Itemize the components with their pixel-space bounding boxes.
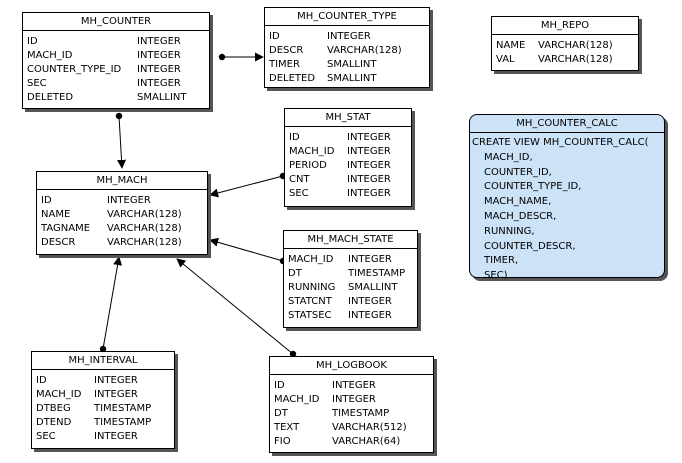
link-logbook-to-mach-end <box>289 350 297 358</box>
table-title: MH_MACH <box>37 172 207 190</box>
view-sql: CREATE VIEW MH_COUNTER_CALC( MACH_ID, CO… <box>470 133 664 284</box>
sql-line: COUNTER_TYPE_ID, <box>484 181 582 193</box>
sql-line: RUNNING, <box>484 225 535 237</box>
table-title: MH_LOGBOOK <box>270 357 433 375</box>
table-title: MH_REPO <box>492 17 638 35</box>
sql-line: TIMER, <box>484 255 519 267</box>
view-title: MH_COUNTER_CALC <box>470 115 664 133</box>
link-interval-to-mach <box>102 256 123 350</box>
link-stat-to-mach <box>209 175 284 198</box>
view-mh-counter-calc[interactable]: MH_COUNTER_CALC CREATE VIEW MH_COUNTER_C… <box>469 114 665 281</box>
sql-line: COUNTER_DESCR, <box>484 240 576 252</box>
link-mach-state-to-mach <box>209 237 284 262</box>
sql-line: CREATE VIEW MH_COUNTER_CALC( <box>472 137 649 148</box>
sql-line: MACH_ID, <box>484 151 533 163</box>
table-title: MH_COUNTER_TYPE <box>265 8 429 26</box>
link-logbook-to-mach <box>176 258 294 355</box>
table-title: MH_INTERVAL <box>32 352 174 370</box>
link-counter-to-counter-type-end <box>218 53 226 61</box>
table-title: MH_MACH_STATE <box>284 231 417 249</box>
sql-line: SEC) <box>484 270 508 282</box>
table-title: MH_STAT <box>285 109 411 127</box>
link-counter-to-mach <box>117 115 127 169</box>
link-counter-to-mach-end <box>115 112 123 120</box>
sql-line: COUNTER_ID, <box>484 166 552 178</box>
sql-line: MACH_NAME, <box>484 196 552 208</box>
link-interval-to-mach-end <box>99 345 107 353</box>
table-title: MH_COUNTER <box>23 13 209 31</box>
sql-line: MACH_DESCR, <box>484 210 557 222</box>
